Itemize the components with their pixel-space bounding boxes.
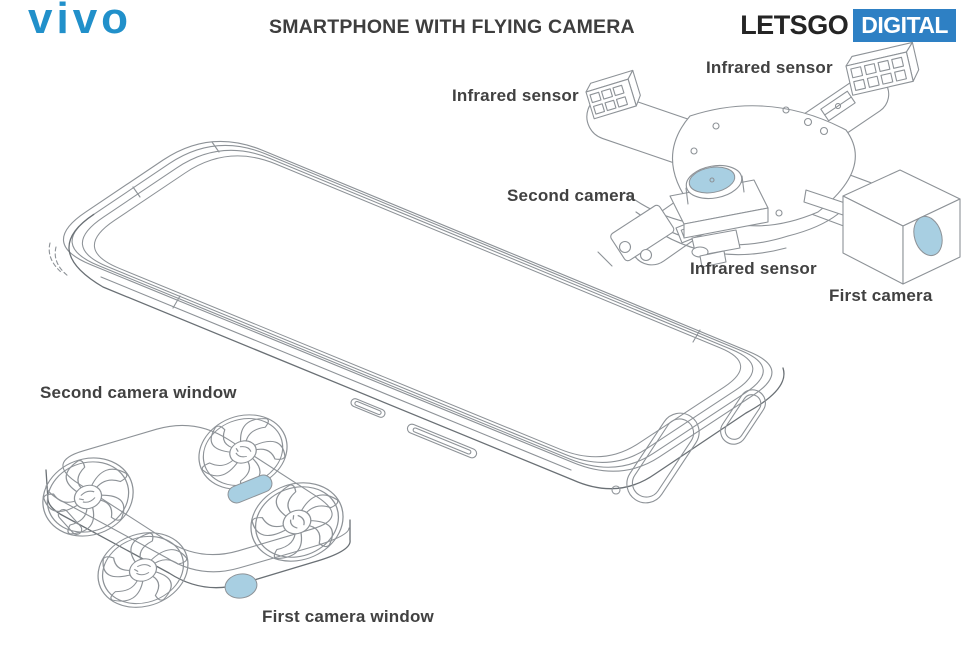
mount-bracket [597,204,675,267]
label-second-camera: Second camera [507,186,636,205]
phone-bottom-silhouette [68,213,785,490]
label-second-camera-window: Second camera window [40,383,237,402]
camera-bay-opening [720,389,766,445]
label-first-camera: First camera [829,286,933,305]
publisher-logo: LETSGO DIGITAL [740,9,956,42]
flying-camera-module [585,41,961,285]
second-camera [669,164,769,268]
page-title: SMARTPHONE WITH FLYING CAMERA [269,16,635,38]
first-camera [803,169,961,285]
phone-outer-edge [62,140,773,472]
label-first-camera-window: First camera window [262,607,434,626]
second-camera-window [227,474,273,504]
microphone-hole [611,485,621,495]
publisher-name-part: LETSGO [740,10,849,40]
hinge-block [820,90,856,122]
first-camera-lens [913,215,943,257]
speaker-slot [350,398,386,418]
drone-module [34,398,359,611]
phone-illustration [48,140,785,504]
infrared-sensor-top [845,41,920,96]
camera-bay-opening [626,412,700,504]
publisher-name-badge: DIGITAL [853,9,956,42]
first-camera-window [224,573,258,599]
drone-body [62,424,333,556]
vivo-logo: vivo [28,0,133,43]
speaker-slot [406,423,478,459]
label-infrared-sensor-left: Infrared sensor [452,86,579,105]
second-camera-lens [688,166,736,194]
infrared-sensor-left [585,69,641,120]
label-infrared-sensor-top: Infrared sensor [706,58,833,77]
label-infrared-sensor-bottom: Infrared sensor [690,259,817,278]
